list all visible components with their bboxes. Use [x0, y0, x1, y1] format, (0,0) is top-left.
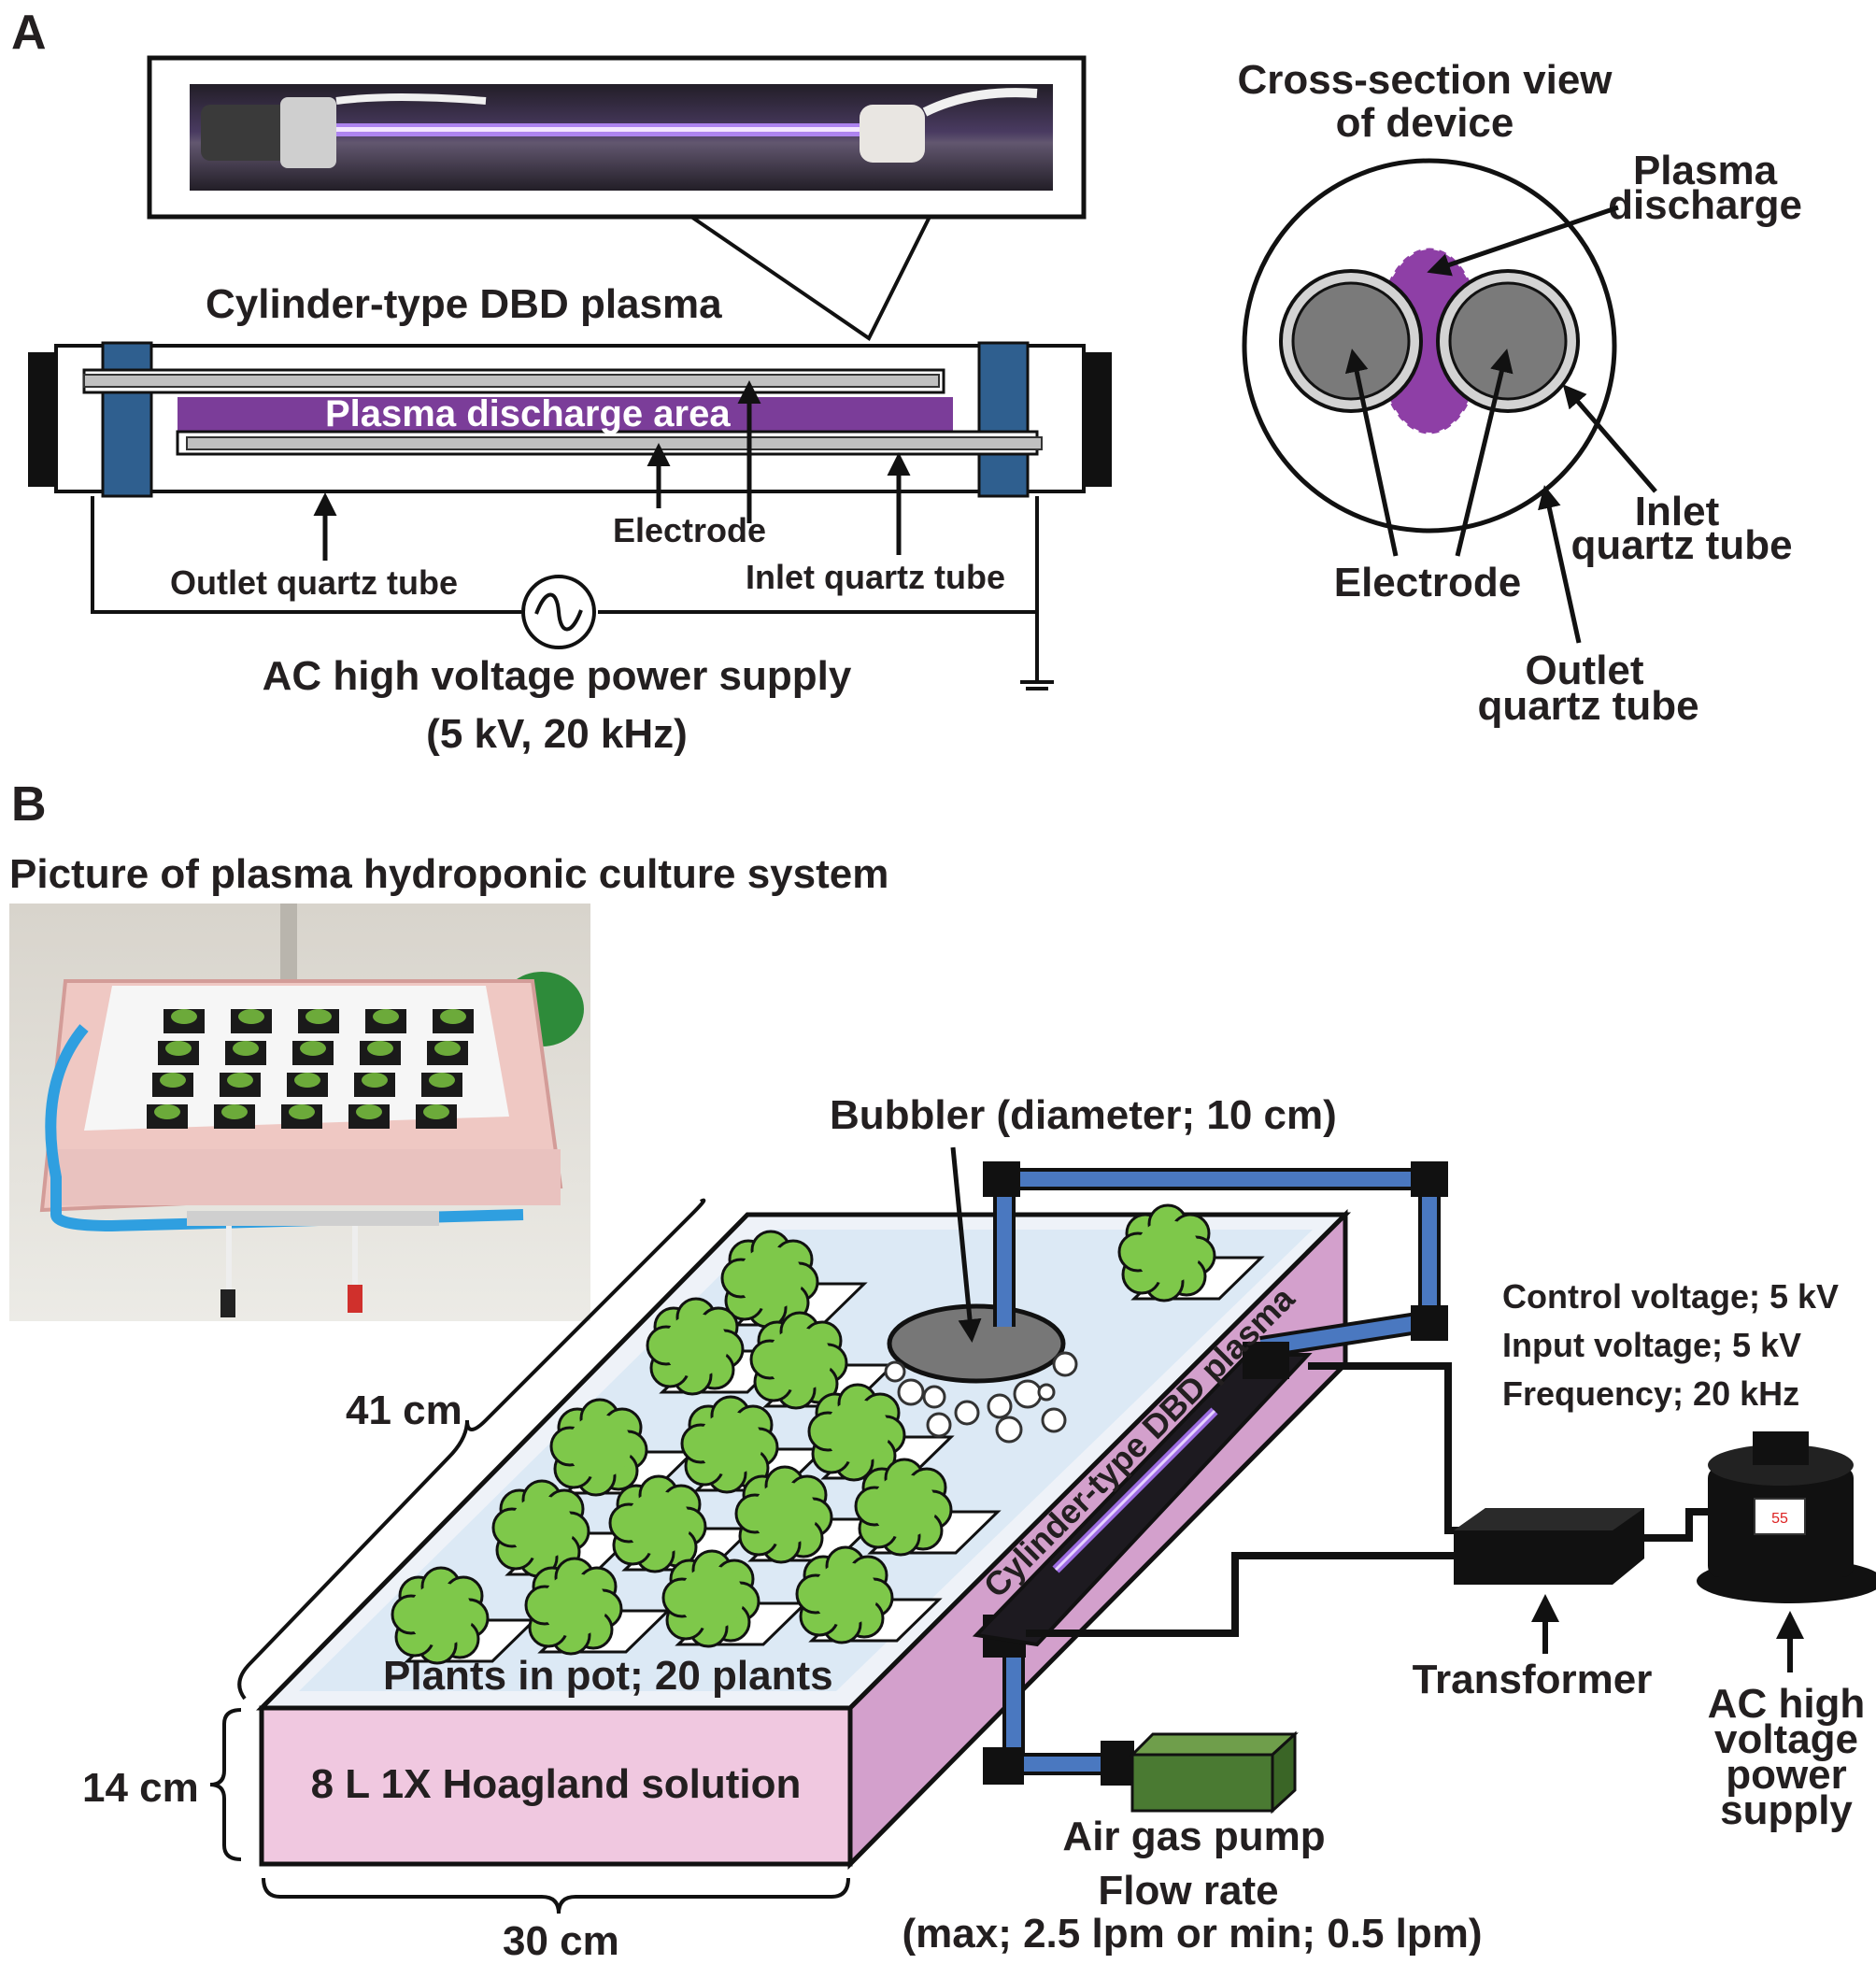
flow-spec-label: (max; 2.5 lpm or min; 0.5 lpm)	[902, 1911, 1482, 1957]
control-voltage-label: Control voltage; 5 kV	[1502, 1277, 1839, 1316]
electrode-label: Electrode	[613, 511, 766, 549]
discharge-photo-inset	[147, 55, 1087, 220]
photo-seedling-pot	[214, 1104, 255, 1129]
photo-seedling-pot	[158, 1041, 199, 1065]
width-label: 30 cm	[503, 1918, 619, 1964]
arrow-cross-electrode-left	[1344, 349, 1399, 557]
cross-inlet-label-2: quartz tube	[1570, 522, 1792, 568]
plant-in-pot	[549, 1398, 697, 1497]
supply-display-value: 55	[1771, 1511, 1788, 1527]
photo-title: Picture of plasma hydroponic culture sys…	[9, 851, 888, 897]
arrow-cross-inlet	[1562, 384, 1657, 493]
plant-in-pot	[661, 1549, 809, 1648]
dbd-device-3d	[972, 1342, 1313, 1647]
plant-pots	[391, 1203, 1265, 1665]
ac-source-icon	[521, 575, 596, 649]
photo-seedling-pot	[220, 1073, 261, 1097]
photo-seedling-pot	[287, 1073, 328, 1097]
transformer-label: Transformer	[1413, 1657, 1653, 1702]
cross-plasma-label-2: discharge	[1608, 182, 1802, 228]
ac-supply-device	[1697, 1431, 1876, 1603]
plant-in-pot	[854, 1458, 1002, 1557]
inlet-tube-label: Inlet quartz tube	[746, 558, 1005, 596]
height-label: 14 cm	[82, 1765, 199, 1811]
plant-in-pot	[391, 1566, 538, 1665]
supply-label-1: AC high	[1708, 1681, 1866, 1727]
cross-outlet-label-2: quartz tube	[1477, 683, 1698, 729]
photo-seedling-pot	[365, 1009, 406, 1033]
arrow-cross-outlet	[1538, 485, 1582, 644]
plant-in-pot	[1117, 1203, 1265, 1302]
cross-section-title-1: Cross-section view	[1237, 57, 1613, 103]
photo-seedling-pot	[281, 1104, 322, 1129]
photo-seedling-pot	[360, 1041, 401, 1065]
bubbler	[884, 1303, 1078, 1444]
supply-label-3: power	[1726, 1752, 1847, 1798]
panel-a-letter: A	[11, 6, 47, 60]
solution-label: 8 L 1X Hoagland solution	[311, 1761, 802, 1807]
frequency-label: Frequency; 20 kHz	[1502, 1374, 1799, 1413]
panel-b-letter: B	[11, 777, 47, 832]
photo-seedling-pot	[152, 1073, 193, 1097]
supply-label-4: supply	[1720, 1787, 1853, 1833]
air-pump	[1129, 1730, 1299, 1815]
power-supply-label: AC high voltage power supply	[263, 653, 852, 699]
plant-in-pot	[795, 1545, 943, 1644]
cross-section-diagram	[1242, 158, 1617, 534]
cross-inlet-label-1: Inlet	[1635, 489, 1720, 534]
photo-seedling-pot	[163, 1009, 205, 1033]
photo-seedling-pot	[348, 1104, 390, 1129]
arrow-cross-electrode-right	[1455, 349, 1514, 557]
supply-label-2: voltage	[1714, 1716, 1858, 1762]
plant-in-pot	[807, 1383, 955, 1482]
photo-seedling-pot	[433, 1009, 474, 1033]
bubbler-label: Bubbler (diameter; 10 cm)	[830, 1092, 1337, 1138]
transformer	[1454, 1508, 1644, 1585]
photo-seedling-pot	[231, 1009, 272, 1033]
discharge-area-label: Plasma discharge area	[325, 393, 731, 434]
photo-seedling-pot	[298, 1009, 339, 1033]
arrow-cross-plasma	[1427, 205, 1619, 277]
circuit-wiring	[91, 496, 1054, 690]
photo-seedling-pot	[421, 1073, 462, 1097]
dbd-device-schematic	[28, 341, 1112, 498]
power-spec-label: (5 kV, 20 kHz)	[426, 711, 688, 757]
photo-seedling-pot	[354, 1073, 395, 1097]
photo-seedling-pot	[292, 1041, 334, 1065]
hydroponic-photo	[9, 904, 590, 1321]
flow-title-label: Flow rate	[1098, 1868, 1278, 1914]
pump-label: Air gas pump	[1062, 1814, 1325, 1859]
outlet-tube-label: Outlet quartz tube	[170, 563, 458, 602]
photo-seedling-pot	[416, 1104, 457, 1129]
cross-plasma-label-1: Plasma	[1633, 148, 1778, 193]
plant-in-pot	[524, 1557, 672, 1656]
cross-section-title-2: of device	[1336, 100, 1514, 146]
photo-seedling-pot	[225, 1041, 266, 1065]
cross-electrode-label: Electrode	[1334, 560, 1522, 605]
input-voltage-label: Input voltage; 5 kV	[1502, 1326, 1801, 1364]
length-label: 41 cm	[346, 1388, 462, 1433]
callout-lines	[689, 215, 931, 341]
photo-seedling-pot	[147, 1104, 188, 1129]
device-title: Cylinder-type DBD plasma	[206, 281, 722, 327]
arrow-bubbler	[950, 1146, 982, 1343]
dimension-braces	[209, 1198, 850, 1914]
cross-outlet-label-1: Outlet	[1525, 648, 1643, 693]
photo-seedling-pot	[427, 1041, 468, 1065]
